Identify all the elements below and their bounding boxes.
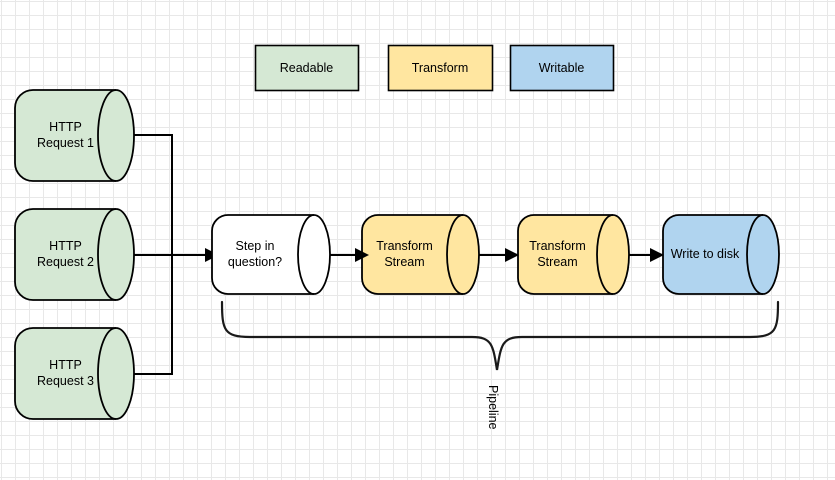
legend-box-writable[interactable] [509,44,615,92]
source-cylinders-group [14,89,135,420]
source-connectors-group [134,134,205,375]
cylinder-transform-stream-2[interactable] [517,214,630,295]
cylinder-http-request-1[interactable] [14,89,135,182]
pipeline-cylinders-group [211,214,780,295]
connector-request-3 [134,255,173,375]
cylinder-transform-stream-1[interactable] [361,214,480,295]
pipeline-brace [220,300,780,371]
cylinder-http-request-2[interactable] [14,208,135,301]
cylinder-step-in-question[interactable] [211,214,331,295]
connector-request-1 [134,134,173,255]
legend-group [254,44,615,92]
cylinder-http-request-3[interactable] [14,327,135,420]
pipeline-arrows-group [330,248,664,262]
legend-box-readable[interactable] [254,44,360,92]
legend-box-transform[interactable] [387,44,494,92]
cylinder-write-to-disk[interactable] [662,214,780,295]
